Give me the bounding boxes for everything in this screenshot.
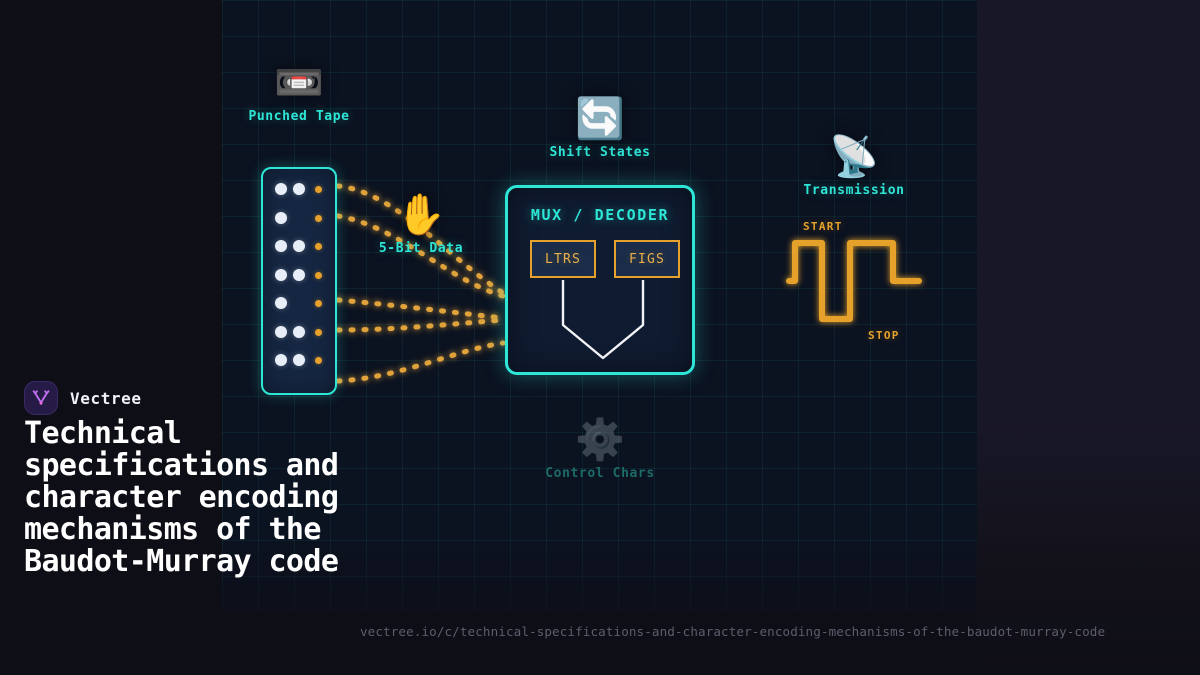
node-five-bit-data[interactable]: ✋ 5-Bit Data [379, 195, 463, 256]
tape-hole-sprocket [315, 243, 322, 250]
tape-row [263, 183, 339, 195]
brand-lockup[interactable]: Vectree [24, 381, 142, 415]
five-bit-bus-lines [335, 183, 506, 384]
tape-hole-large [275, 268, 287, 281]
node-label-five-bit-data: 5-Bit Data [378, 241, 464, 256]
right-background-gradient [977, 0, 1200, 675]
brand-name: Vectree [70, 388, 142, 408]
punched-tape-card[interactable] [261, 167, 337, 395]
page-url: vectree.io/c/technical-specifications-an… [360, 624, 1106, 639]
node-punched-tape[interactable]: 📼 Punched Tape [248, 63, 349, 124]
node-label-shift-states: Shift States [549, 145, 651, 160]
node-label-punched-tape: Punched Tape [248, 109, 350, 124]
tape-row [263, 211, 339, 224]
tape-hole-large [275, 325, 287, 338]
tape-row [263, 354, 339, 366]
tape-hole-large [293, 240, 305, 252]
tape-row [263, 325, 339, 338]
tape-hole-sprocket [315, 328, 322, 336]
tape-hole-sprocket [315, 186, 322, 193]
tape-hole-sprocket [315, 300, 322, 307]
videocassette-icon: 📼 [274, 60, 324, 106]
tape-hole-sprocket [315, 357, 322, 364]
figs-block[interactable]: FIGS [614, 240, 680, 278]
tape-hole-large [275, 297, 287, 309]
gear-icon: ⚙️ [575, 417, 625, 463]
waveform-start-label: START [803, 220, 843, 233]
vectree-v-logo-icon [24, 381, 58, 415]
tape-hole-large [275, 354, 287, 366]
node-label-transmission: Transmission [803, 183, 905, 198]
tape-hole-large [275, 183, 287, 195]
tape-hole-sprocket [315, 271, 322, 279]
tape-hole-large [275, 211, 287, 224]
node-transmission[interactable]: 📡 Transmission [803, 137, 904, 198]
shift-arrows-icon: 🔄 [575, 96, 625, 142]
mux-decoder-box[interactable]: MUX / DECODER LTRS FIGS [505, 185, 695, 375]
node-control-chars[interactable]: ⚙️ Control Chars [545, 420, 655, 481]
tape-row [263, 240, 339, 252]
tape-hole-sprocket [315, 214, 322, 222]
mux-decoder-title: MUX / DECODER [530, 206, 670, 224]
tape-row [263, 297, 339, 309]
tape-hole-large [293, 268, 305, 281]
tape-hole-large [293, 354, 305, 366]
ltrs-block[interactable]: LTRS [530, 240, 596, 278]
waveform-stop-label: STOP [868, 329, 900, 342]
tape-hole-large [293, 325, 305, 338]
raised-hand-icon: ✋ [396, 192, 446, 238]
signal-waveform [786, 240, 922, 322]
node-shift-states[interactable]: 🔄 Shift States [549, 99, 650, 160]
mux-funnel-icon [561, 280, 645, 360]
satellite-antenna-icon: 📡 [829, 134, 879, 180]
tape-row [263, 268, 339, 281]
tape-hole-large [275, 240, 287, 252]
node-label-control-chars: Control Chars [545, 466, 655, 481]
tape-hole-large [293, 183, 305, 195]
page-title: Technical specifications and character e… [24, 416, 339, 580]
